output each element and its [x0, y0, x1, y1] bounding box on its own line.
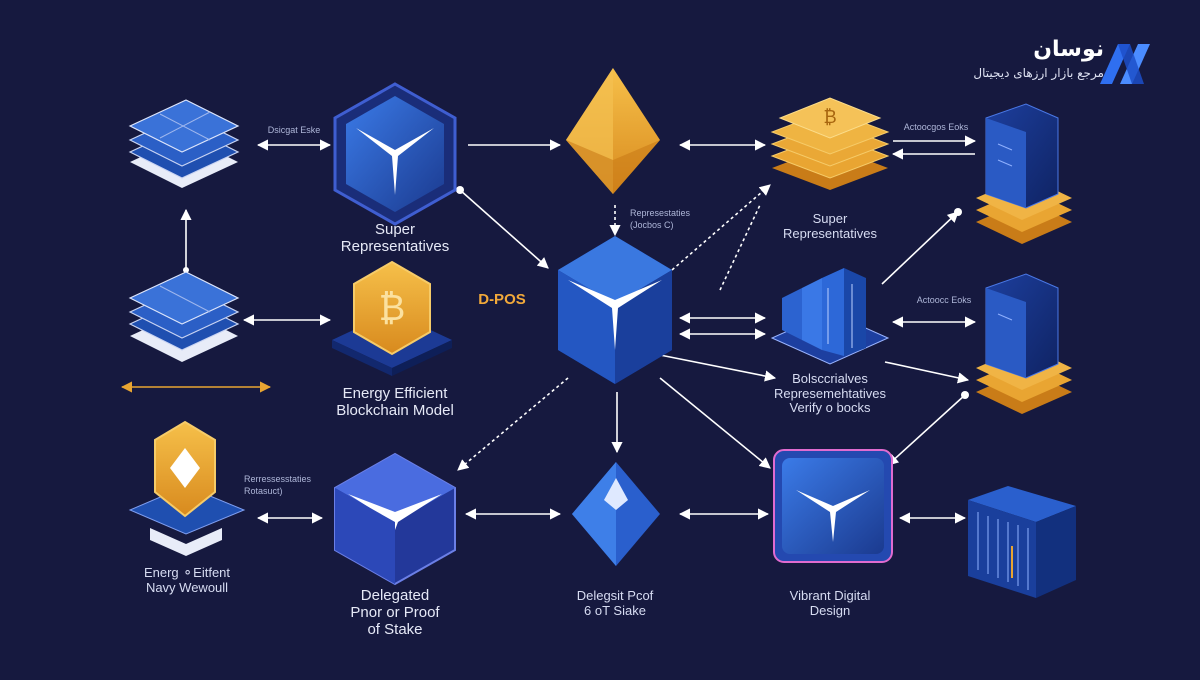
node-dot-3 [961, 391, 969, 399]
label-delegat-eske: Dsicgat Eske [267, 125, 321, 135]
label-delegate-proof: Delegsit Pcof 6 oT Siake [576, 588, 654, 618]
brand-name: نوسان [1033, 37, 1104, 62]
label-energy-network: Energ ⚬Eitfent Navy Wewoull [143, 565, 231, 595]
svg-text:₿: ₿ [823, 107, 836, 128]
connector-arrows [120, 135, 977, 524]
arrow-server1-to-building [881, 211, 959, 285]
arrow-building-to-server-3 [884, 361, 970, 384]
nosan-logo-icon [1100, 44, 1150, 84]
node-dot-4 [183, 267, 189, 273]
gold-diamond-icon [566, 68, 660, 194]
arrow-dotted-right [719, 204, 761, 291]
vibrant-cube-icon [773, 449, 893, 563]
gold-coin-tile-icon: ₿ [332, 260, 452, 376]
gold-stack-icon: ₿ [770, 97, 890, 190]
label-super-reps-right: Super Representatives [783, 211, 877, 241]
blue-diamond-icon [572, 462, 660, 566]
blue-stack-icon-middle-left [128, 271, 240, 362]
label-energy-model: Energy Efficient Blockchain Model [336, 385, 454, 419]
label-verify-blocks: Bolsccrialves Represemehtatives Verify o… [774, 371, 886, 416]
brand-block: نوسان مرجع بازار ارزهای دیجیتال [973, 37, 1104, 81]
label-dpos: D-POS [478, 291, 526, 308]
gold-shield-icon [128, 420, 246, 556]
node-dot-2 [954, 208, 962, 216]
hex-cube-icon-super-reps [333, 82, 457, 226]
svg-text:₿: ₿ [379, 288, 406, 329]
label-reps-jocbos: Represestaties (Jocbos C) [630, 208, 691, 230]
arrow-center-to-vibrant [659, 377, 771, 469]
circuit-block-icon [968, 486, 1076, 598]
arrow-center-to-gold-stack [671, 184, 771, 271]
label-reps-rotasuct: Rerressesstaties Rotasuct) [244, 474, 312, 496]
arrow-center-to-verify [659, 354, 777, 382]
server-block-icon-2 [976, 273, 1072, 414]
node-dot-1 [456, 186, 464, 194]
label-super-reps-left: Super Representatives [340, 221, 450, 255]
label-delegated: Delegated Pnor or Proof of Stake [350, 587, 440, 638]
label-vibrant-design: Vibrant Digital Design [789, 588, 871, 618]
center-cube-icon [558, 236, 672, 384]
blue-building-icon [770, 268, 890, 365]
label-advocate-mid: Actoocc Eoks [916, 295, 972, 305]
delegated-cube-icon [334, 452, 456, 586]
server-block-icon-1 [976, 103, 1072, 244]
blue-stack-icon-top-left [128, 99, 240, 188]
arrow-hexcube-to-center [459, 189, 549, 269]
arrow-server3-to-vibrant [887, 394, 966, 466]
brand-tagline: مرجع بازار ارزهای دیجیتال [973, 66, 1104, 81]
label-advocate-top: Actoocgos Eoks [903, 122, 969, 132]
